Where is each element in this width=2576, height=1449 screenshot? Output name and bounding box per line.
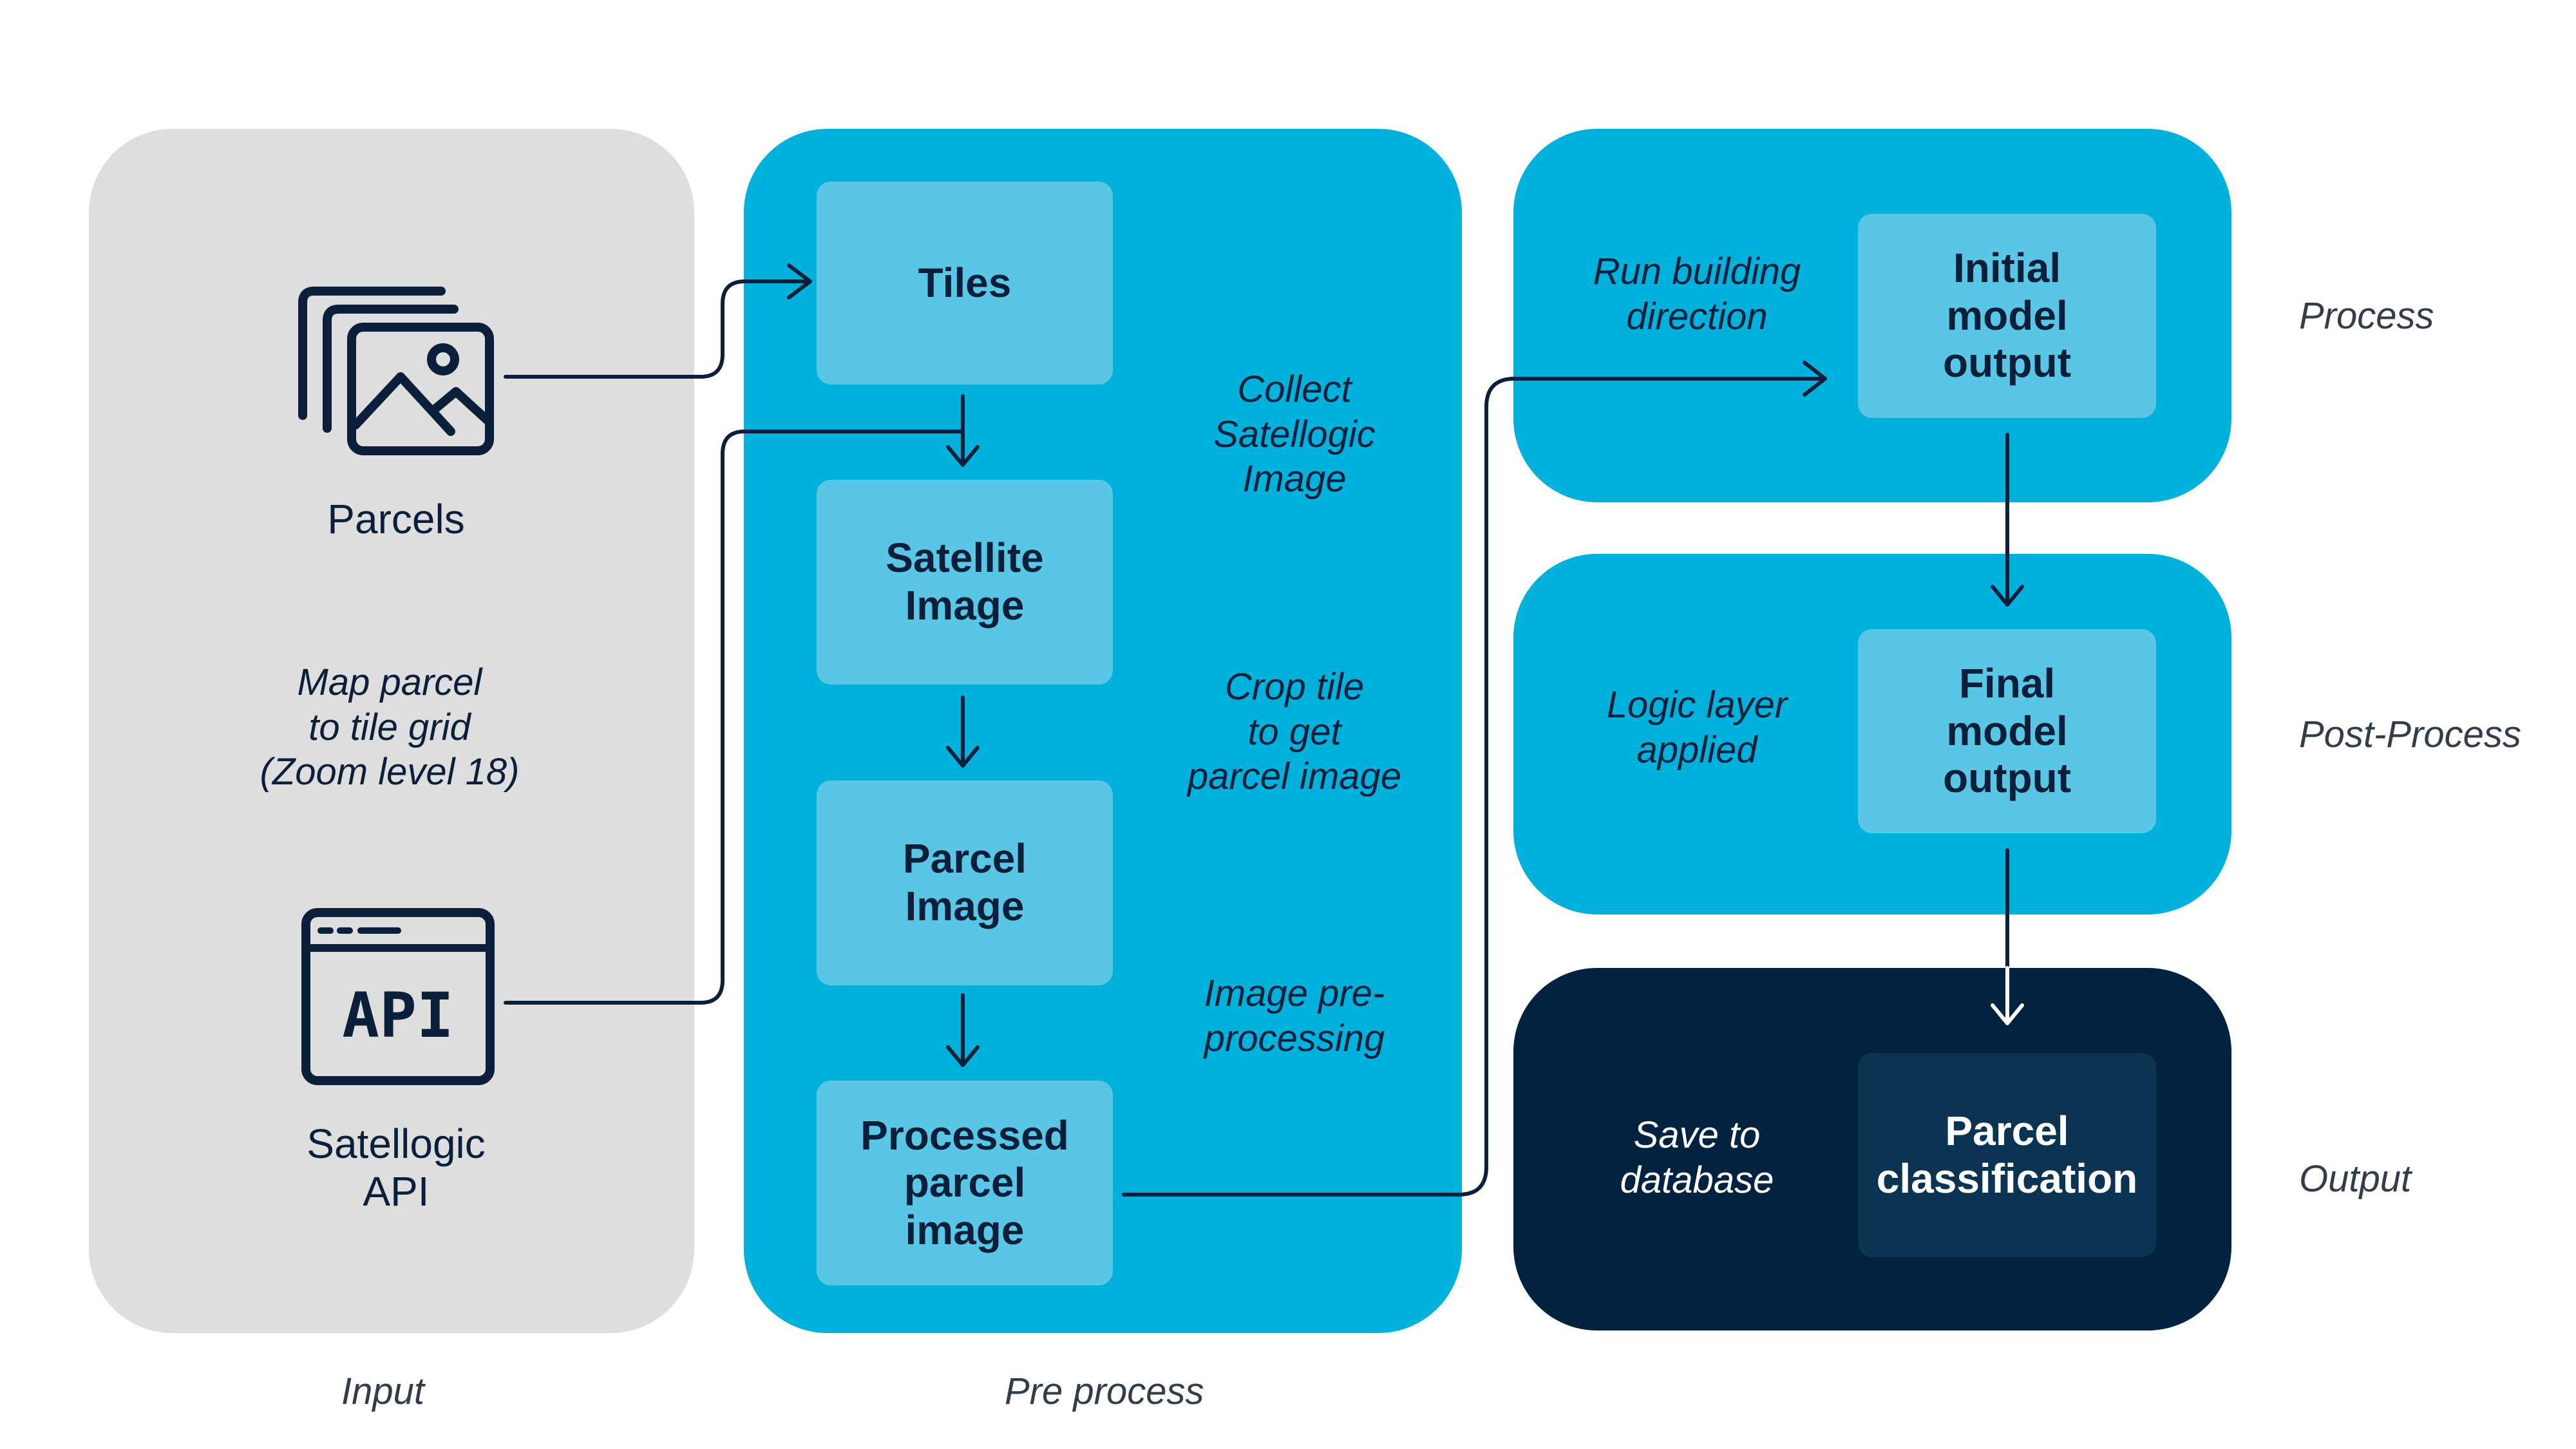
stage-process-label: Process bbox=[2299, 295, 2434, 337]
run-building-direction-note: Run building direction bbox=[1593, 251, 1801, 337]
images-stack-icon bbox=[283, 283, 496, 457]
arrow-api-to-satellite bbox=[504, 430, 965, 1005]
parcel-image-box: Parcel Image bbox=[817, 781, 1113, 985]
image-preprocessing-note: Image pre- processing bbox=[1204, 972, 1385, 1059]
arrow-parcels-to-tiles bbox=[504, 279, 810, 379]
final-model-output-box: Final model output bbox=[1858, 629, 2156, 833]
save-to-database-note: Save to database bbox=[1620, 1114, 1774, 1201]
tiles-box: Tiles bbox=[817, 182, 1113, 384]
initial-model-output-box: Initial model output bbox=[1858, 214, 2156, 418]
api-window-icon: API bbox=[301, 908, 495, 1085]
stage-output-label: Output bbox=[2299, 1158, 2412, 1200]
logic-layer-note: Logic layer applied bbox=[1606, 684, 1788, 771]
parcel-classification-box: Parcel classification bbox=[1858, 1053, 2156, 1257]
crop-tile-note: Crop tile to get parcel image bbox=[1187, 666, 1402, 798]
collect-image-note: Collect Satellogic Image bbox=[1213, 368, 1376, 500]
stage-preprocess-label: Pre process bbox=[1005, 1370, 1204, 1412]
api-icon-text: API bbox=[342, 980, 453, 1052]
stage-input-label: Input bbox=[341, 1370, 424, 1412]
satellogic-api-label: Satellogic API bbox=[307, 1121, 486, 1215]
satellite-image-box: Satellite Image bbox=[817, 480, 1113, 685]
parcels-label: Parcels bbox=[327, 496, 465, 542]
stage-postprocess-label: Post-Process bbox=[2299, 714, 2521, 755]
processed-parcel-image-box: Processed parcel image bbox=[817, 1081, 1113, 1285]
map-parcel-note: Map parcel to tile grid (Zoom level 18) bbox=[260, 661, 520, 793]
arrow-processed-to-initial bbox=[1122, 377, 1824, 1197]
